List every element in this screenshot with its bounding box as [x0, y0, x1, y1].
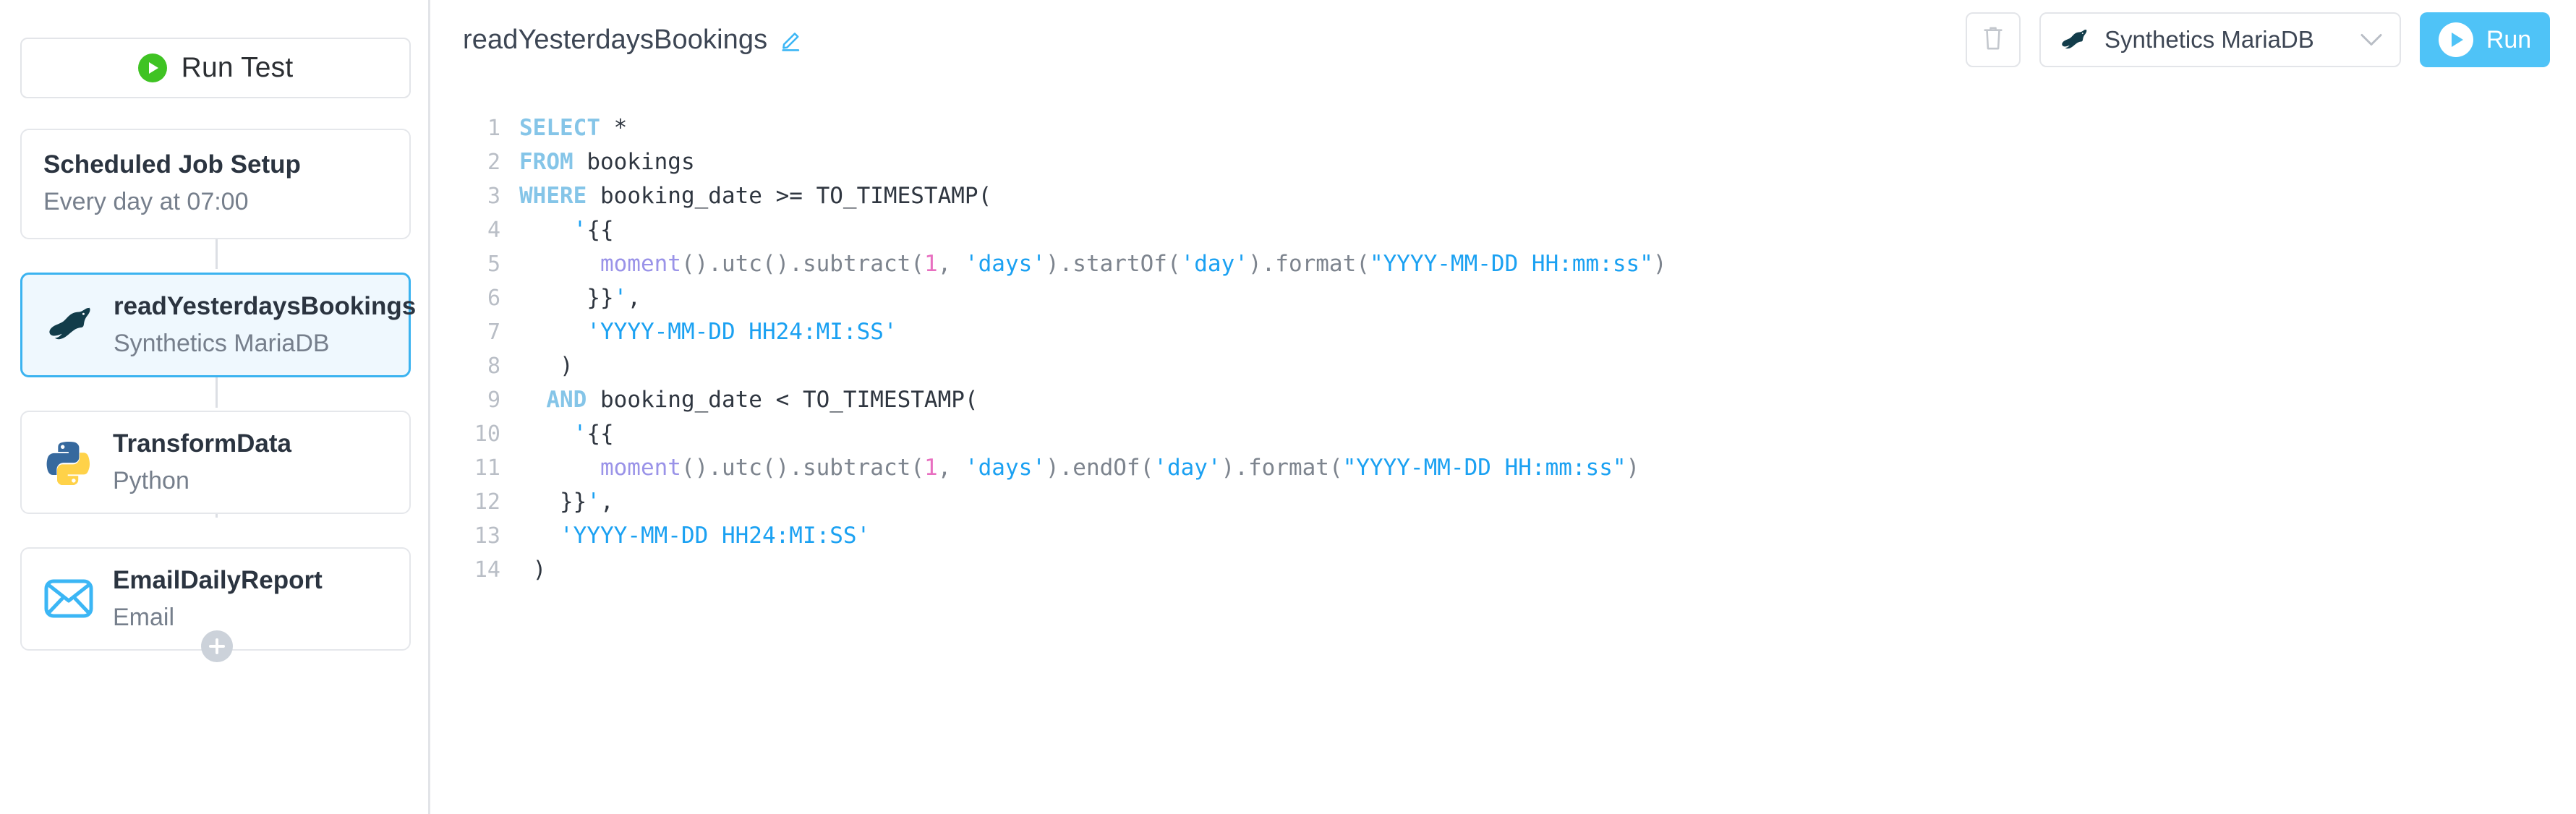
workflow-sidebar: Run Test Scheduled Job Setup Every day a…: [0, 0, 430, 814]
line-content: }}',: [519, 489, 614, 515]
code-lines-container: 1 SELECT * 2 FROM bookings 3 WHERE booking_da…: [432, 111, 2576, 587]
line-content: 'YYYY-MM-DD HH24:MI:SS': [587, 319, 897, 345]
mariadb-seal-icon: [2060, 25, 2089, 55]
code-line: 11 moment().utc().subtract(1, 'days').en…: [432, 451, 2576, 485]
code-line: 2 FROM bookings: [432, 145, 2576, 179]
code-line: 12 }}',: [432, 485, 2576, 519]
trash-icon: [1981, 25, 2005, 56]
scheduled-job-subtitle: Every day at 07:00: [43, 187, 249, 215]
line-number: 13: [474, 523, 500, 549]
play-circle-icon: [137, 53, 167, 82]
line-number: 4: [487, 218, 500, 243]
node-card-readyesterdaysbookings[interactable]: readYesterdaysBookings Synthetics MariaD…: [20, 272, 417, 377]
line-number: 10: [474, 421, 500, 447]
add-node-button[interactable]: [201, 630, 233, 662]
workflow-node-list: Scheduled Job Setup Every day at 07:00: [20, 129, 417, 662]
line-content: ): [519, 353, 573, 379]
line-content: moment().utc().subtract(1, 'days').endOf…: [600, 455, 1640, 481]
line-number: 5: [487, 252, 500, 277]
node-card-transformdata[interactable]: TransformData Python: [20, 410, 411, 514]
node-subtitle: Python: [113, 466, 189, 494]
python-icon: [43, 437, 94, 487]
connection-select[interactable]: Synthetics MariaDB: [2039, 12, 2401, 67]
line-number: 7: [487, 320, 500, 345]
node-title: readYesterdaysBookings: [114, 291, 417, 320]
chevron-down-icon: [2359, 32, 2384, 48]
line-number: 12: [474, 489, 500, 515]
node-subtitle: Email: [113, 603, 175, 631]
line-content: 'YYYY-MM-DD HH24:MI:SS': [560, 523, 871, 549]
play-circle-icon: [2438, 22, 2473, 57]
code-line: 6 }}',: [432, 281, 2576, 315]
line-content: ): [519, 557, 547, 583]
code-line: 8 ): [432, 349, 2576, 383]
code-line: 13 'YYYY-MM-DD HH24:MI:SS': [432, 519, 2576, 553]
page-title-group: readYesterdaysBookings: [463, 25, 803, 56]
line-content: '{{: [573, 421, 614, 447]
line-number: 8: [487, 354, 500, 379]
run-test-button[interactable]: Run Test: [20, 38, 411, 98]
code-line: 14 ): [432, 553, 2576, 587]
node-title: EmailDailyReport: [113, 565, 323, 594]
envelope-icon: [43, 573, 94, 624]
line-content: moment().utc().subtract(1, 'days').start…: [600, 251, 1667, 277]
line-number: 2: [487, 150, 500, 175]
run-button[interactable]: Run: [2420, 12, 2550, 67]
line-number: 1: [487, 116, 500, 141]
code-line: 5 moment().utc().subtract(1, 'days').sta…: [432, 247, 2576, 281]
scheduled-job-title: Scheduled Job Setup: [43, 150, 301, 179]
run-button-label: Run: [2486, 25, 2532, 53]
sql-code-editor[interactable]: 1 SELECT * 2 FROM bookings 3 WHERE booking_da…: [432, 80, 2576, 814]
line-number: 11: [474, 455, 500, 481]
line-number: 6: [487, 286, 500, 311]
connection-label: Synthetics MariaDB: [2104, 26, 2314, 53]
code-line: 10 '{{: [432, 417, 2576, 451]
main-header: readYesterdaysBookings: [432, 0, 2576, 80]
pencil-icon[interactable]: [779, 27, 803, 52]
scheduled-job-card[interactable]: Scheduled Job Setup Every day at 07:00: [20, 129, 411, 239]
line-number: 3: [487, 184, 500, 209]
code-line: 9 AND booking_date < TO_TIMESTAMP(: [432, 383, 2576, 417]
mariadb-seal-icon: [44, 299, 95, 350]
line-number: 9: [487, 387, 500, 413]
node-subtitle: Synthetics MariaDB: [114, 329, 330, 357]
page-title: readYesterdaysBookings: [463, 24, 768, 55]
line-content: AND booking_date < TO_TIMESTAMP(: [546, 387, 978, 413]
connector-line-2: [216, 374, 218, 408]
header-actions: Synthetics MariaDB Run: [1966, 0, 2550, 80]
code-line: 1 SELECT *: [432, 111, 2576, 145]
delete-button[interactable]: [1966, 12, 2021, 67]
connector-line-1: [216, 236, 218, 269]
code-line: 7 'YYYY-MM-DD HH24:MI:SS': [432, 315, 2576, 349]
code-line: 3 WHERE booking_date >= TO_TIMESTAMP(: [432, 179, 2576, 213]
run-test-label: Run Test: [181, 52, 294, 83]
line-content: WHERE booking_date >= TO_TIMESTAMP(: [519, 183, 992, 209]
line-content: SELECT *: [519, 115, 628, 141]
line-content: '{{: [573, 217, 614, 243]
line-number: 14: [474, 557, 500, 583]
line-content: FROM bookings: [519, 149, 695, 175]
main-panel: readYesterdaysBookings: [432, 0, 2576, 814]
code-line: 4 '{{: [432, 213, 2576, 247]
line-content: }}',: [519, 285, 641, 311]
node-title: TransformData: [113, 429, 292, 458]
